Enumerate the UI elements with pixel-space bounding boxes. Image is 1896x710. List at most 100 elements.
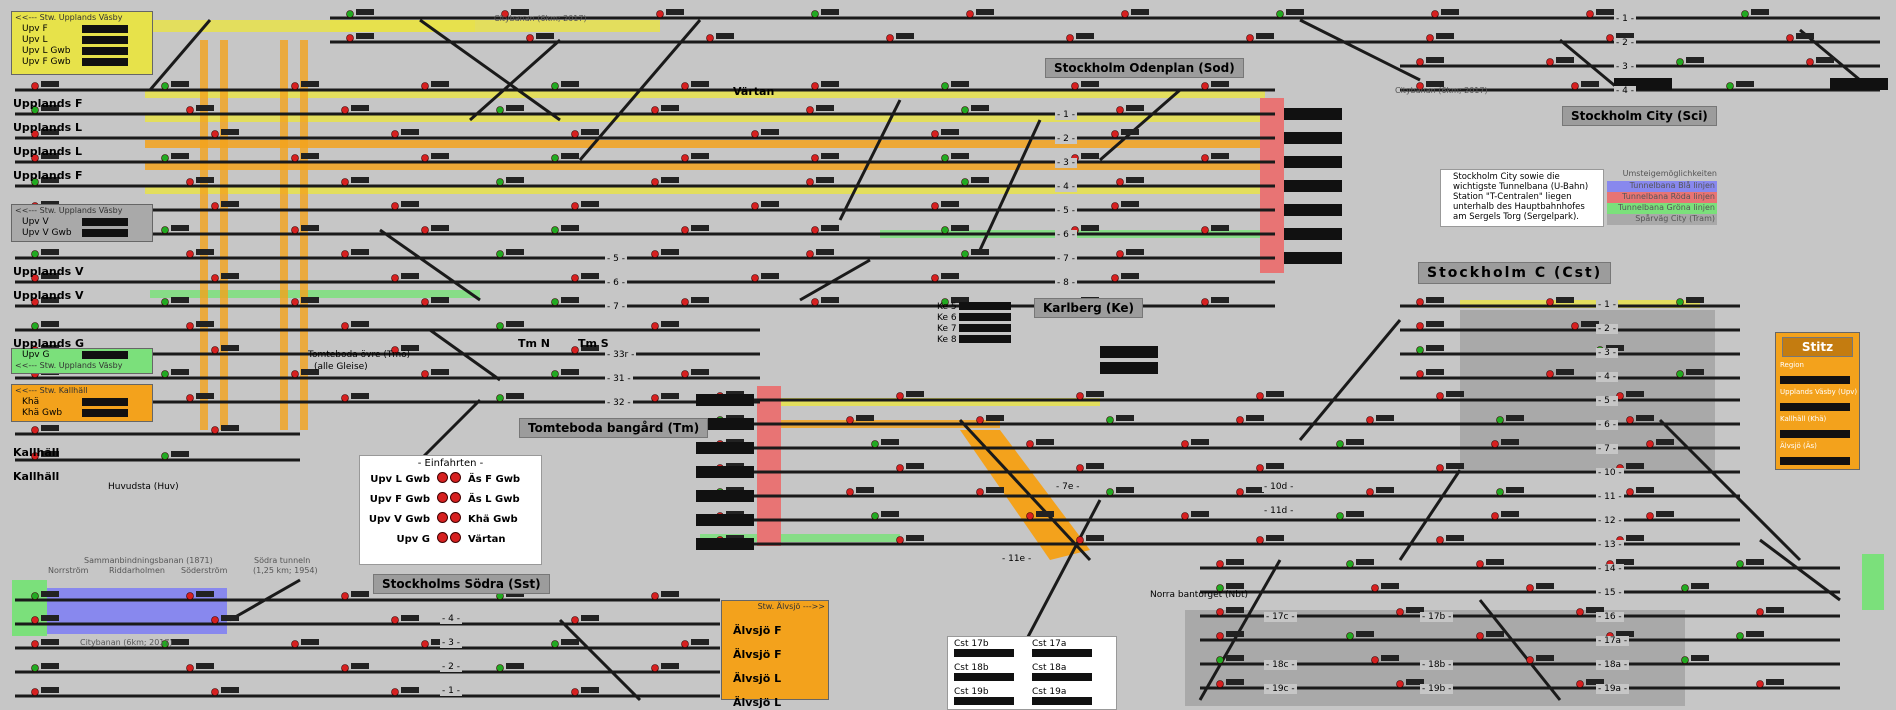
panel-row[interactable]: Khä [12,396,152,407]
signal-light [1626,488,1634,496]
signal-plate [1556,369,1574,375]
signal-plate [41,177,59,183]
panel-row[interactable]: Upv V [12,216,152,227]
led-display [696,490,754,502]
signal-light [1646,440,1654,448]
label-tm-n: Tm N [518,337,551,350]
signal-plate [691,81,709,87]
signal-plate [1501,511,1519,517]
panel-row[interactable]: Upv L Gwb [12,45,152,56]
signal-plate [1746,631,1764,637]
signal-plate [1376,487,1394,493]
einfahrt-buttons[interactable] [436,472,462,486]
signal-plate [351,591,369,597]
cst-label: Cst 17a [1032,639,1067,649]
label-huvudsta: Huvudsta (Huv) [108,482,179,492]
signal-icon [450,472,461,483]
signal-light [751,202,759,210]
signal-plate [506,393,524,399]
signal-light [496,106,504,114]
signal-plate [1211,297,1229,303]
einfahrt-buttons[interactable] [436,492,462,506]
signal-light [886,34,894,42]
ke-panel: Ke 5 Ke 6 Ke 7 Ke 8 [937,302,1019,346]
einfahrt-buttons[interactable] [436,512,462,526]
track-number: - 2 - [1614,38,1636,48]
stitz-title[interactable]: Stitz [1782,337,1853,357]
track-number: - 1 - [1055,110,1077,120]
row-label: Ke 7 [937,324,957,334]
ke-row[interactable]: Ke 8 [937,335,1019,346]
route-band [700,534,900,542]
ke-row[interactable]: Ke 5 [937,302,1019,313]
track-label-alvsjo-l: Älvsjö L [733,696,782,709]
signal-plate [196,321,214,327]
track-number: - 10 - [1596,468,1624,478]
row-label: Ke 8 [937,335,957,345]
signal-plate [1446,463,1464,469]
signal-plate [506,321,524,327]
track-number: - 3 - [440,638,462,648]
signal-light [1676,370,1684,378]
led-display [1780,430,1850,438]
panel-row[interactable]: Upv G [12,349,152,360]
signal-light [496,664,504,672]
signal-light [551,370,559,378]
signal-plate [401,201,419,207]
signal-light [1111,130,1119,138]
track-label-upplands-l: Upplands L [13,145,82,158]
panel-row[interactable]: Upv V Gwb [12,227,152,238]
station-tomteboda[interactable]: Tomteboda bangård (Tm) [519,418,709,438]
einfahrt-buttons[interactable] [436,532,462,546]
station-central[interactable]: Stockholm C (Cst) [1418,262,1612,284]
led-display [954,673,1014,681]
legend-item: Spårväg City (Tram) [1607,214,1717,225]
signal-light [1026,512,1034,520]
platform-zone [1460,310,1715,470]
signal-light [1426,34,1434,42]
panel-row[interactable]: Upv F [12,23,152,34]
signal-plate [881,439,899,445]
panel-row[interactable]: Upv L [12,34,152,45]
station-city[interactable]: Stockholm City (Sci) [1562,106,1717,126]
track-number: - 1 - [1614,14,1636,24]
signal-light [1526,656,1534,664]
signal-light [1416,346,1424,354]
signal-plate [301,225,319,231]
row-label: Upv V Gwb [22,227,72,238]
track [958,418,1092,562]
signal-light [1546,298,1554,306]
row-label: Upv L Gwb [22,45,71,56]
signal-light [651,394,659,402]
row-label: Upv F Gwb [22,56,71,67]
panel-row[interactable]: Khä Gwb [12,407,152,418]
signal-light [1416,298,1424,306]
station-sodra[interactable]: Stockholms Södra (Sst) [373,574,550,594]
signal-light [681,640,689,648]
label-tomteboda-ovre: Tomteboda övre (Tmö) [308,350,411,360]
row-label: Upv F [22,23,48,34]
signal-plate [196,249,214,255]
station-odenplan[interactable]: Stockholm Odenplan (Sod) [1045,58,1244,78]
station-karlberg[interactable]: Karlberg (Ke) [1034,298,1144,318]
signal-plate [1686,57,1704,63]
signal-plate [1426,81,1444,87]
signal-plate [1356,631,1374,637]
track-label-alvsjo-l: Älvsjö L [733,672,782,685]
signal-plate [221,615,239,621]
led-display [959,313,1011,321]
ke-row[interactable]: Ke 6 [937,313,1019,324]
einfahrt-left: Upv G [396,533,431,545]
signal-light [751,130,759,138]
ke-row[interactable]: Ke 7 [937,324,1019,335]
signal-plate [351,321,369,327]
panel-row[interactable]: Upv F Gwb [12,56,152,67]
